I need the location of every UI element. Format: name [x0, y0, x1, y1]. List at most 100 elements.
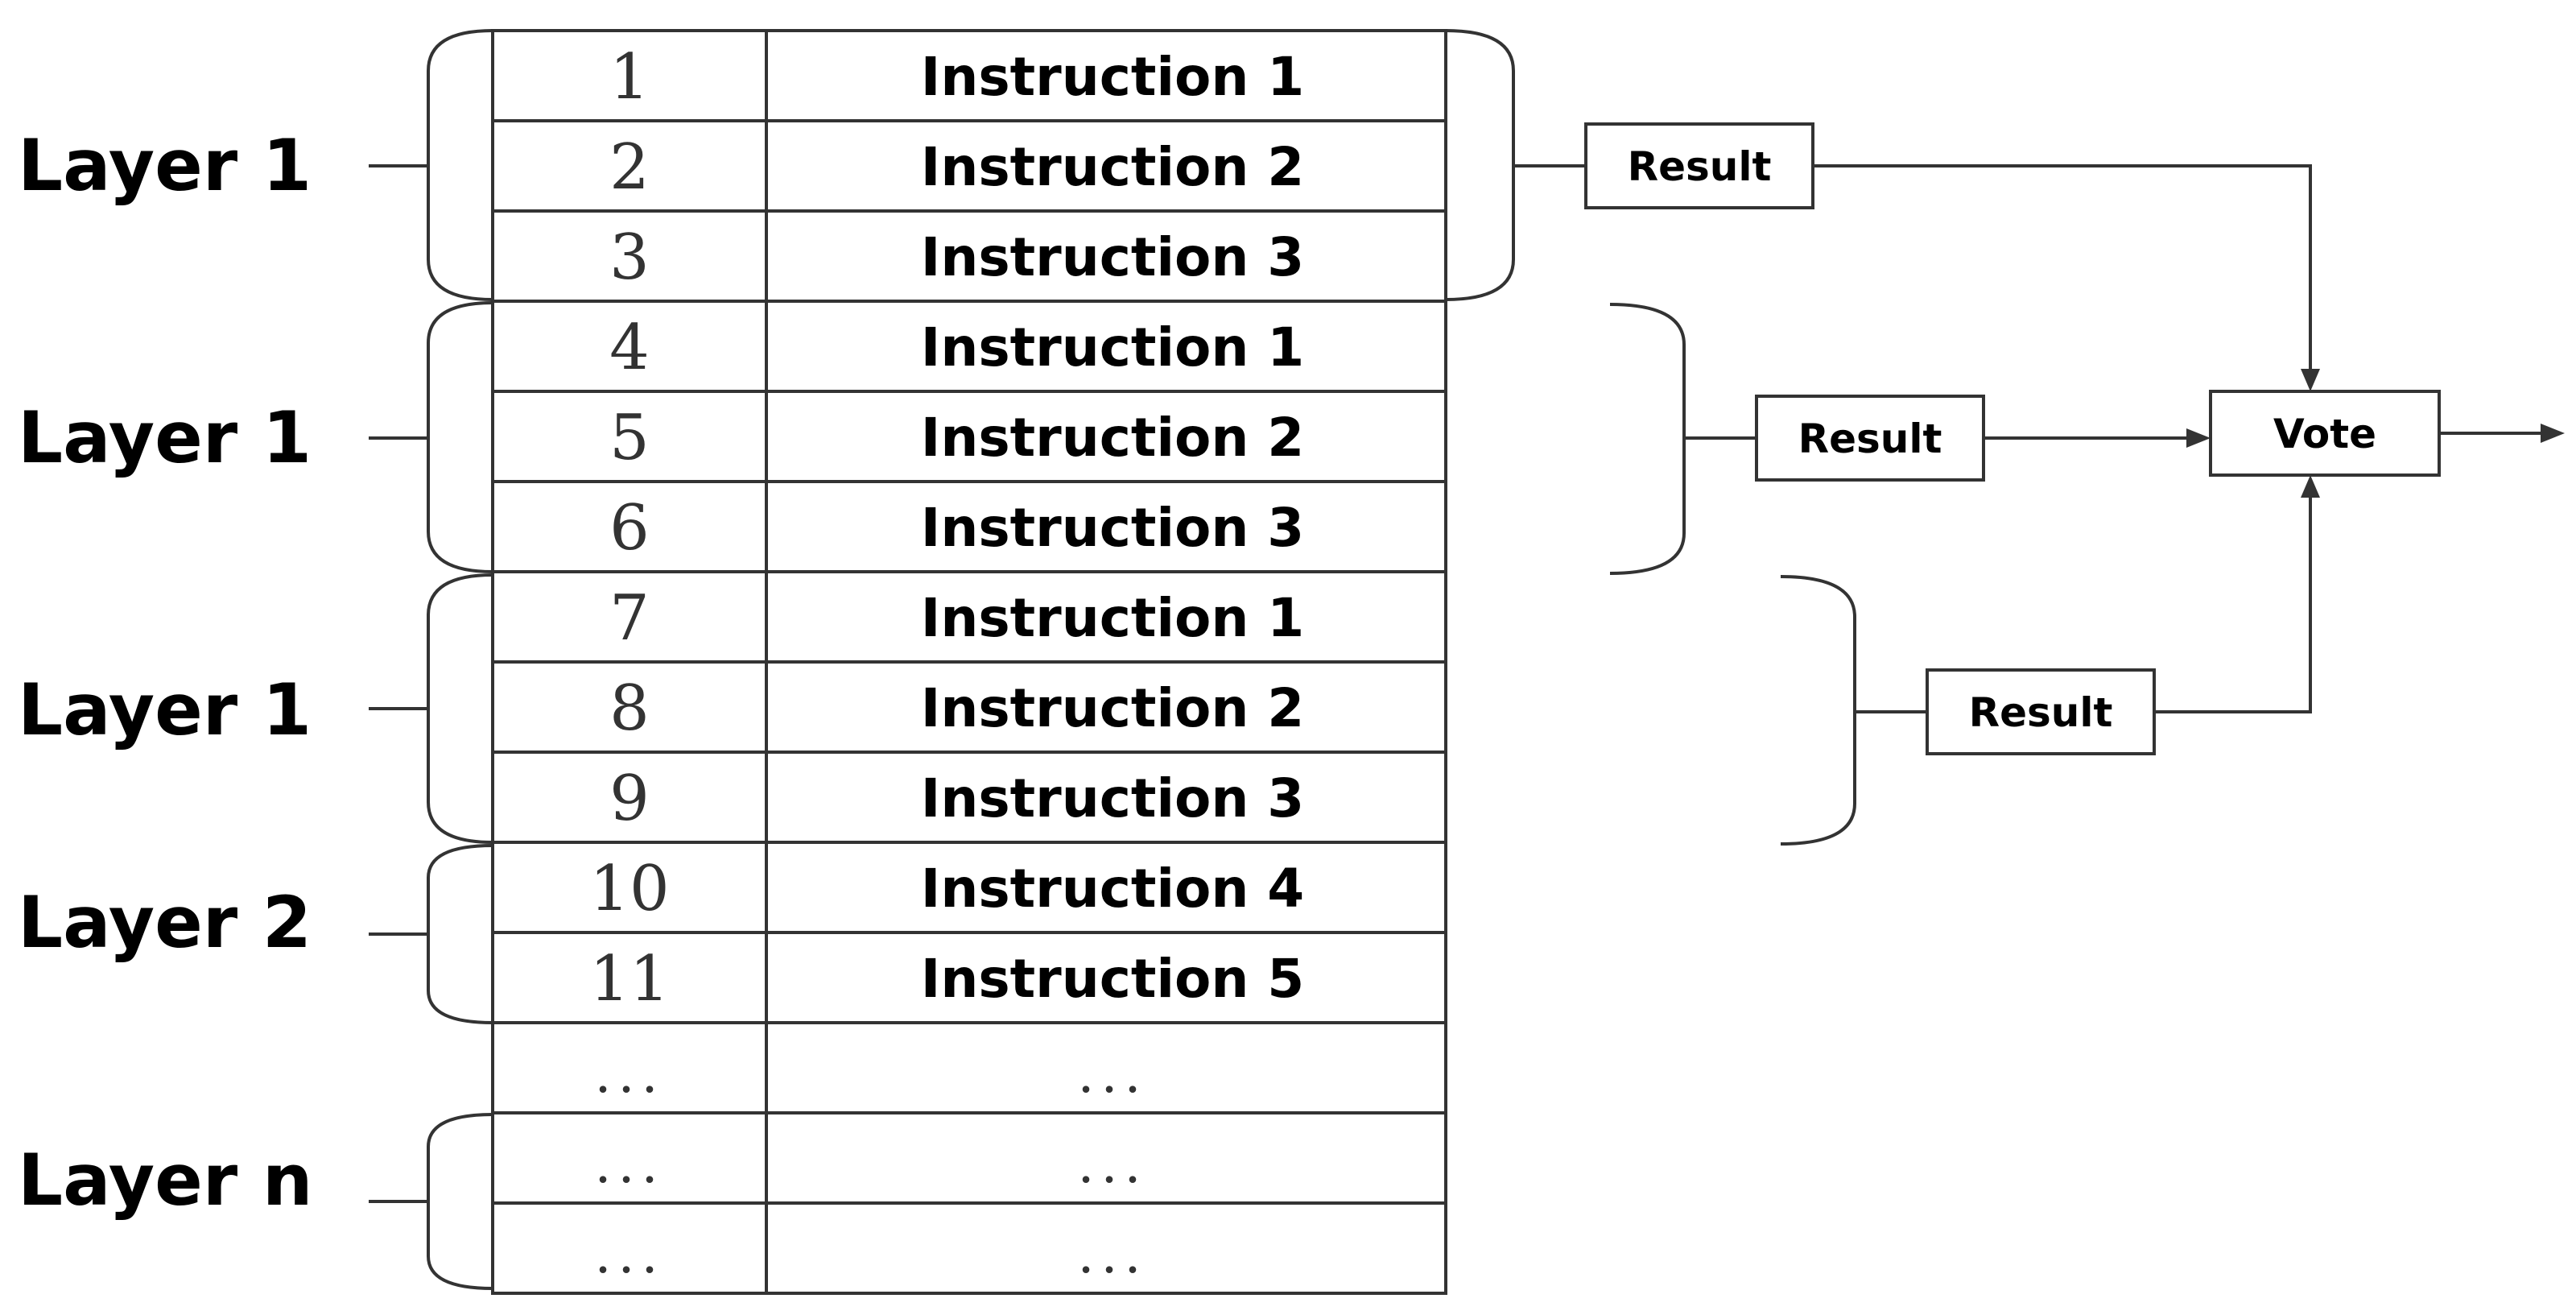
result-to-vote-connector [1813, 164, 2312, 372]
row-number: 8 [609, 672, 650, 745]
right-brace [1445, 29, 1515, 301]
table-row: ... ... [491, 1021, 1447, 1114]
row-instruction: ... [1078, 1133, 1148, 1195]
table-row: ... ... [491, 1111, 1447, 1205]
row-number: 2 [609, 131, 650, 204]
number-cell [491, 29, 768, 122]
row-number: 6 [609, 492, 650, 564]
table-row: 3 Instruction 3 [491, 209, 1447, 303]
instruction-cell [765, 1201, 1447, 1295]
row-instruction: Instruction 2 [921, 677, 1304, 739]
number-cell [491, 570, 768, 664]
table-row: 4 Instruction 1 [491, 300, 1447, 393]
arrow-right-icon [2541, 424, 2565, 443]
result-box: Result [1926, 668, 2156, 755]
number-cell [491, 480, 768, 573]
row-instruction: Instruction 1 [921, 316, 1304, 378]
left-brace [427, 301, 493, 573]
row-instruction: Instruction 5 [921, 948, 1304, 1010]
number-cell [491, 841, 768, 934]
result-box-rect [1584, 122, 1814, 209]
number-cell [491, 300, 768, 393]
arrow-up-icon [2301, 475, 2320, 498]
layer-label: Layer 1 [18, 396, 312, 479]
layer-label: Layer 2 [18, 881, 312, 964]
result-boxes: Result Result Result [1584, 122, 2156, 755]
number-cell [491, 751, 768, 844]
instruction-cell [765, 570, 1447, 664]
left-braces [369, 29, 493, 1290]
instruction-cell [765, 660, 1447, 754]
left-brace [427, 573, 493, 844]
table-row: 10 Instruction 4 [491, 841, 1447, 934]
row-number: ... [595, 1133, 665, 1195]
instruction-cell [765, 209, 1447, 303]
instruction-cell [765, 119, 1447, 213]
table-row: ... ... [491, 1201, 1447, 1295]
row-number: ... [595, 1223, 665, 1285]
table-row: 9 Instruction 3 [491, 751, 1447, 844]
vote-label: Vote [2273, 411, 2376, 457]
row-instruction: Instruction 2 [921, 136, 1304, 198]
left-brace [427, 29, 493, 301]
row-instruction: Instruction 3 [921, 226, 1304, 288]
result-label: Result [1969, 689, 2113, 736]
row-number: 1 [609, 41, 650, 114]
result-box-rect [1755, 395, 1985, 482]
row-instruction: Instruction 1 [921, 587, 1304, 649]
result-to-vote-connector [2154, 494, 2312, 713]
row-instruction: Instruction 3 [921, 767, 1304, 829]
table-row: 1 Instruction 1 [491, 29, 1447, 122]
left-brace [427, 844, 493, 1024]
left-brace [427, 1113, 493, 1290]
result-box: Result [1584, 122, 1814, 209]
layer-label: Layer 1 [18, 668, 312, 751]
row-number: 10 [589, 853, 669, 925]
instruction-cell [765, 841, 1447, 934]
number-cell [491, 660, 768, 754]
layer-label: Layer 1 [18, 124, 312, 207]
result-box: Result [1755, 395, 1985, 482]
instruction-table: 1 Instruction 1 2 Instruction 2 3 Instru… [491, 29, 1447, 1295]
right-brace [1609, 303, 1686, 575]
right-braces [1445, 29, 1927, 846]
number-cell [491, 1111, 768, 1205]
row-instruction: Instruction 4 [921, 858, 1304, 920]
number-cell [491, 390, 768, 483]
instruction-cell [765, 1111, 1447, 1205]
number-cell [491, 931, 768, 1024]
vote-box: Vote [2209, 390, 2441, 477]
row-number: 7 [609, 582, 650, 655]
instruction-cell [765, 300, 1447, 393]
row-instruction: Instruction 1 [921, 46, 1304, 108]
vote-box-rect [2209, 390, 2441, 477]
instruction-cell [765, 480, 1447, 573]
table-row: 6 Instruction 3 [491, 480, 1447, 573]
row-number: ... [595, 1043, 665, 1105]
arrow-right-icon [2186, 428, 2211, 448]
number-cell [491, 209, 768, 303]
row-number: 3 [609, 221, 650, 294]
row-instruction: ... [1078, 1043, 1148, 1105]
layer-labels: Layer 1 Layer 1 Layer 1 Layer 2 Layer n [18, 124, 312, 1222]
result-label: Result [1628, 143, 1772, 190]
table-row: 7 Instruction 1 [491, 570, 1447, 664]
number-cell [491, 1201, 768, 1295]
row-number: 9 [609, 763, 650, 835]
table-row: 11 Instruction 5 [491, 931, 1447, 1024]
result-label: Result [1798, 416, 1942, 462]
layer-label: Layer n [18, 1139, 312, 1222]
table-row: 8 Instruction 2 [491, 660, 1447, 754]
row-number: 11 [589, 943, 669, 1015]
instruction-cell [765, 931, 1447, 1024]
row-number: 4 [609, 312, 650, 384]
row-instruction: ... [1078, 1223, 1148, 1285]
arrow-down-icon [2301, 369, 2320, 391]
row-instruction: Instruction 3 [921, 497, 1304, 559]
right-brace [1780, 575, 1856, 846]
connectors [1813, 164, 2565, 713]
number-cell [491, 119, 768, 213]
row-number: 5 [609, 402, 650, 474]
